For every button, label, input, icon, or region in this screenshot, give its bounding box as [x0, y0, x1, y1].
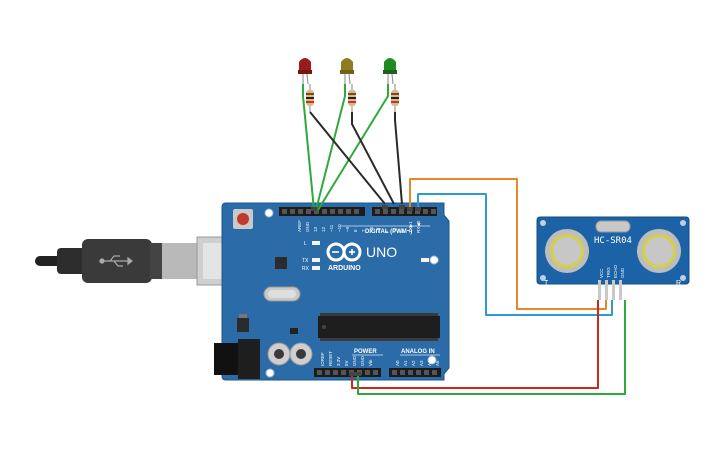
arduino-logo-text: ARDUINO [328, 265, 361, 272]
usb-icon [99, 255, 133, 267]
analog-pin-label-3: A3 [419, 360, 424, 366]
wire-ends [311, 205, 421, 376]
led-yellow[interactable] [340, 58, 354, 85]
sensor-t-mark: T [544, 280, 549, 287]
wire-orange-trig [409, 178, 607, 310]
analog-pin-label-2: A2 [411, 360, 416, 366]
power-pin-label-5: GND [360, 355, 365, 366]
wire-red-vcc [351, 300, 599, 389]
regulator [237, 318, 249, 332]
sensor-pin-label-1: TRIG [606, 267, 611, 278]
digital-pin-label-7: 8 [353, 229, 358, 232]
on-label: ON [431, 258, 439, 264]
digital-pin-label-13: 2 [400, 230, 405, 233]
digital-pin-label-2: 13 [313, 226, 318, 232]
power-pin-label-0: IOREF [320, 352, 325, 366]
wires [302, 84, 626, 395]
digital-pin-label-10: ~5 [376, 227, 381, 233]
analog-pin-label-4: A4 [427, 360, 432, 366]
digital-pin-label-4: ~11 [329, 224, 334, 232]
digital-pin-label-8: 7 [361, 229, 366, 232]
led-rx-label: RX [302, 266, 310, 272]
digital-pin-label-15: RX◀0 [416, 220, 421, 233]
digital-header [279, 207, 437, 216]
crystal [263, 286, 301, 302]
analog-pin-label-5: A5 [435, 360, 440, 366]
digital-pin-label-6: ~9 [345, 226, 350, 232]
sensor-label: HC-SR04 [594, 236, 632, 246]
status-leds: L TX RX ON [302, 241, 439, 272]
capacitors [267, 342, 313, 366]
digital-pin-label-0: AREF [297, 220, 302, 232]
wire-blue-echo [417, 193, 613, 316]
power-label: POWER [354, 349, 377, 355]
wire-black-r2 [351, 112, 395, 205]
power-header [314, 368, 381, 377]
led-tx-label: TX [302, 258, 309, 264]
sensor-pin-label-0: VCC [599, 268, 604, 278]
wire-green-led2 [315, 84, 346, 211]
sensor-pins [598, 280, 622, 300]
digital-pin-label-9: ~6 [369, 226, 374, 232]
led-green[interactable] [383, 58, 397, 85]
sensor-pin-label-3: GND [620, 267, 625, 278]
analog-pin-label-0: A0 [395, 360, 400, 366]
resistor-3[interactable] [391, 84, 399, 112]
digital-pin-label-3: 12 [321, 226, 326, 232]
led-l-label: L [304, 241, 307, 247]
analog-header [389, 368, 441, 377]
usb-chip [275, 257, 287, 269]
resistor-2[interactable] [348, 84, 356, 112]
board-model: UNO [366, 244, 397, 260]
power-jack [214, 339, 260, 379]
analog-pin-label-1: A1 [403, 360, 408, 366]
sensor-r-mark: R [676, 280, 681, 287]
wire-black-r3 [394, 112, 403, 205]
digital-pin-label-1: GND [305, 221, 310, 232]
reset-button[interactable] [233, 209, 253, 229]
digital-label: DIGITAL (PWM~) [365, 229, 412, 235]
wire-green-gnd [357, 300, 626, 395]
receiver [637, 229, 681, 273]
power-pin-label-6: Vin [368, 359, 373, 366]
wire-green-led3 [317, 84, 389, 211]
power-pin-label-1: RESET [328, 351, 333, 366]
power-pin-label-4: GND [352, 355, 357, 366]
wire-green-led1 [302, 84, 315, 211]
atmega-chip [318, 313, 440, 341]
digital-pin-label-11: 4 [384, 230, 389, 233]
transmitter [545, 229, 589, 273]
wire-black-r1 [309, 111, 386, 205]
resistor-1[interactable] [306, 84, 314, 112]
power-pin-label-3: 5V [344, 360, 349, 366]
digital-pin-label-14: TX▶1 [408, 221, 413, 233]
sensor-pin-label-2: ECHO [613, 264, 618, 278]
led-red[interactable] [298, 58, 312, 85]
arduino-logo: ARDUINO [326, 242, 362, 272]
digital-pin-label-12: ~3 [392, 227, 397, 233]
analog-label: ANALOG IN [401, 349, 435, 355]
digital-pin-label-5: ~10 [337, 224, 342, 232]
power-pin-label-2: 3.3V [336, 357, 341, 366]
